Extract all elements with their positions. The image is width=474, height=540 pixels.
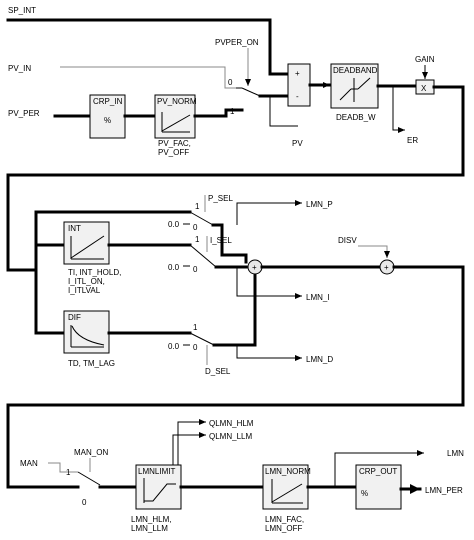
p-sel-0: 0 — [193, 223, 198, 232]
int-param-2: I_ITL_ON, — [68, 277, 105, 286]
gain-multiplier-block: X — [415, 79, 435, 95]
dif-block: DIF TD, TM_LAG — [63, 310, 115, 368]
p-sel-0-0: 0.0 — [168, 220, 180, 229]
crp-out-title: CRP_OUT — [359, 467, 397, 476]
p-sel-1: 1 — [195, 202, 200, 211]
man-on-label: MAN_ON — [74, 448, 108, 457]
pvper-1: 1 — [230, 107, 235, 116]
lmnlimit-param-2: LMN_LLM — [131, 524, 168, 533]
pv-norm-block: PV_NORM PV_FAC, PV_OFF — [154, 94, 197, 157]
int-title: INT — [68, 224, 81, 233]
deadband-title: DEADBAND — [333, 66, 378, 75]
lmn-p-label: LMN_P — [306, 200, 333, 209]
man-on-1: 1 — [66, 468, 71, 477]
sum-minus: - — [296, 92, 299, 101]
disv-label: DISV — [338, 236, 357, 245]
sp-int-signal — [6, 18, 290, 76]
d-sel-0-0: 0.0 — [168, 342, 180, 351]
gain-label: GAIN — [415, 55, 435, 64]
disv-sum-junction: + — [379, 259, 395, 275]
gain-to-pid-wrap — [6, 85, 465, 272]
lmn-d-label: LMN_D — [306, 355, 333, 364]
sum-plus: + — [295, 69, 300, 78]
int-param-3: I_ITLVAL — [68, 286, 101, 295]
dif-param: TD, TM_LAG — [68, 359, 115, 368]
dif-title: DIF — [68, 313, 81, 322]
pv-output-label: PV — [292, 139, 303, 148]
deadband-block: DEADBAND DEADB_W — [330, 63, 379, 122]
lmnlimit-param-1: LMN_HLM, — [131, 515, 171, 524]
pid-sum-plus: + — [252, 263, 257, 272]
int-block: INT TI, INT_HOLD, I_ITL_ON, I_ITLVAL — [63, 221, 121, 295]
d-path — [212, 271, 257, 347]
pid-sum-junction: + — [247, 259, 263, 275]
lmn-per-label: LMN_PER — [425, 486, 463, 495]
qlmn-llm-label: QLMN_LLM — [209, 432, 252, 441]
lmn-norm-title: LMN_NORM — [265, 467, 311, 476]
pvper-on-label: PVPER_ON — [215, 38, 259, 47]
lmn-norm-param-1: LMN_FAC, — [265, 515, 304, 524]
disv-to-output-wrap — [6, 265, 465, 489]
crp-out-symbol: % — [361, 489, 368, 498]
pvper-switch-blade — [241, 87, 261, 97]
d-sel-0: 0 — [193, 343, 198, 352]
int-param-1: TI, INT_HOLD, — [68, 268, 121, 277]
man-on-0: 0 — [82, 498, 87, 507]
lmn-i-label: LMN_I — [306, 293, 330, 302]
pvnorm-to-switch — [193, 108, 238, 118]
crp-out-block: CRP_OUT % — [355, 464, 402, 510]
deadb-w-label: DEADB_W — [336, 113, 376, 122]
lmnlimit-block: LMNLIMIT LMN_HLM, LMN_LLM — [131, 464, 182, 533]
error-summation-block: + - — [287, 63, 311, 107]
crp-in-block: CRP_IN % — [89, 94, 126, 139]
p-path — [211, 223, 248, 264]
p-sel-blade — [189, 211, 214, 226]
d-sel-label: D_SEL — [205, 367, 231, 376]
i-sel-0-0: 0.0 — [168, 263, 180, 272]
man-signal — [48, 462, 78, 473]
d-sel-1: 1 — [193, 323, 198, 332]
i-sel-1: 1 — [195, 235, 200, 244]
i-sel-label: I_SEL — [210, 236, 232, 245]
disv-sum-plus: + — [384, 263, 389, 272]
pv-in-label: PV_IN — [8, 64, 31, 73]
pv-per-label: PV_PER — [8, 109, 40, 118]
lmnlimit-title: LMNLIMIT — [138, 467, 175, 476]
p-sel-label: P_SEL — [208, 194, 233, 203]
qlmn-hlm-label: QLMN_HLM — [209, 419, 254, 428]
er-output-label: ER — [407, 136, 418, 145]
sp-int-label: SP_INT — [8, 6, 36, 15]
i-sel-0: 0 — [193, 265, 198, 274]
gain-symbol: X — [421, 84, 427, 93]
i-sel-blade — [189, 244, 217, 268]
pv-in-signal — [60, 66, 236, 89]
pv-norm-param-1: PV_FAC, — [158, 139, 191, 148]
pv-norm-title: PV_NORM — [157, 97, 197, 106]
lmn-norm-block: LMN_NORM LMN_FAC, LMN_OFF — [262, 464, 311, 533]
d-sel-blade — [189, 332, 215, 346]
man-on-blade — [77, 471, 101, 486]
lmn-output-label: LMN — [447, 449, 464, 458]
crp-in-title: CRP_IN — [93, 97, 123, 106]
man-label: MAN — [20, 459, 38, 468]
pvper-0: 0 — [228, 78, 233, 87]
lmn-norm-param-2: LMN_OFF — [265, 524, 302, 533]
crp-in-symbol: % — [104, 116, 111, 125]
pv-norm-param-2: PV_OFF — [158, 148, 189, 157]
